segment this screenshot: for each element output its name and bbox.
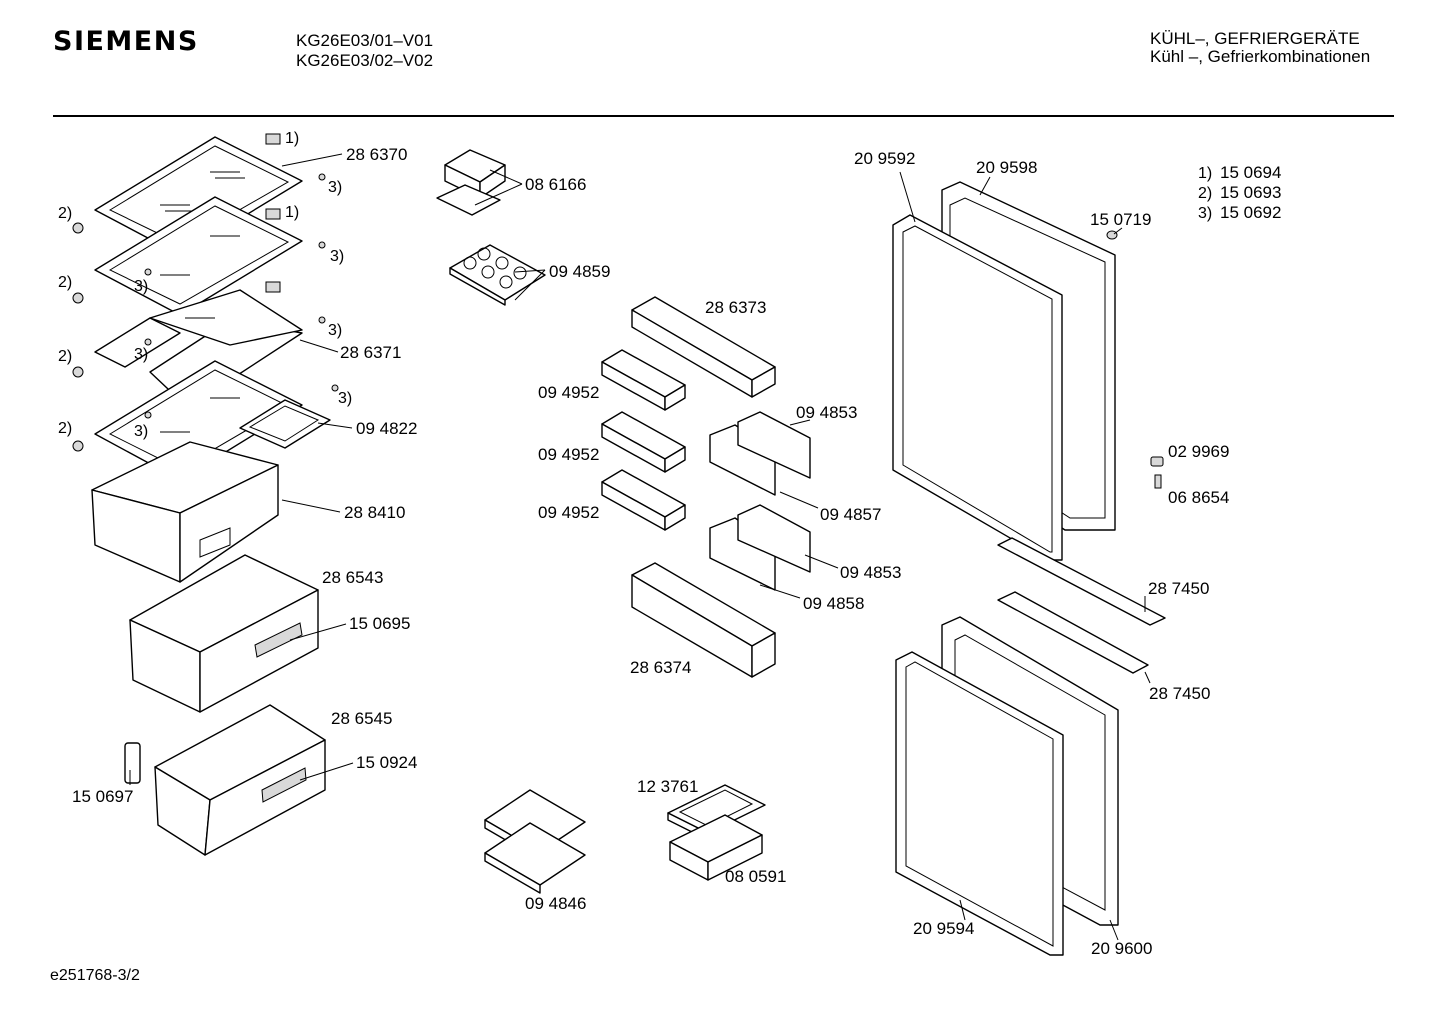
callout-08-0591: 08 0591 <box>725 867 786 886</box>
legend-key-2: 2) <box>1198 185 1212 202</box>
callout-09-4952-b: 09 4952 <box>538 445 599 464</box>
callout-09-4952-a: 09 4952 <box>538 383 599 402</box>
note-marker: 3) <box>134 278 148 295</box>
callout-15-0697: 15 0697 <box>72 787 133 806</box>
note-marker: 2) <box>58 348 72 365</box>
legend-part-2: 15 0693 <box>1220 183 1281 202</box>
category-subtitle: Kühl –, Gefrierkombinationen <box>1150 47 1371 66</box>
callout-28-8410: 28 8410 <box>344 503 405 522</box>
callout-20-9592: 20 9592 <box>854 149 915 168</box>
callout-02-9969: 02 9969 <box>1168 442 1229 461</box>
legend-key-3: 3) <box>1198 205 1212 222</box>
callout-28-7450-b: 28 7450 <box>1149 684 1210 703</box>
note-marker: 3) <box>328 179 342 196</box>
note-marker: 1) <box>285 130 299 147</box>
vegetable-crisper-cover <box>91 441 279 583</box>
note-marker: 3) <box>328 322 342 339</box>
header-rule <box>53 115 1394 117</box>
callout-15-0924: 15 0924 <box>356 753 417 772</box>
drawer-lower <box>154 704 326 856</box>
callout-09-4853-b: 09 4853 <box>840 563 901 582</box>
callout-20-9600: 20 9600 <box>1091 939 1152 958</box>
legend-part-3: 15 0692 <box>1220 203 1281 222</box>
freezer-door-gasket <box>895 651 1064 956</box>
bottle-holders <box>709 411 811 591</box>
fridge-door-gasket <box>892 214 1063 561</box>
callout-28-6370: 28 6370 <box>346 145 407 164</box>
note-marker: 3) <box>134 423 148 440</box>
door-rack-long-top <box>631 296 776 398</box>
cold-accumulators <box>484 789 586 894</box>
fastener-icons <box>72 133 339 452</box>
callout-09-4859: 09 4859 <box>549 262 610 281</box>
callout-09-4822: 09 4822 <box>356 419 417 438</box>
drawer-handle-clip <box>124 742 141 784</box>
note-marker: 3) <box>338 390 352 407</box>
leader-lines <box>129 153 1151 941</box>
callout-09-4952-c: 09 4952 <box>538 503 599 522</box>
brand-logo: SIEMENS <box>53 26 199 57</box>
door-rack-long-bottom <box>631 562 776 678</box>
callout-08-6166: 08 6166 <box>525 175 586 194</box>
ice-tray-and-box <box>667 784 766 881</box>
callout-28-6373: 28 6373 <box>705 298 766 317</box>
callout-28-6371: 28 6371 <box>340 343 401 362</box>
note-marker: 3) <box>330 248 344 265</box>
callout-28-6374: 28 6374 <box>630 658 691 677</box>
drawer-upper <box>129 554 319 713</box>
callout-12-3761: 12 3761 <box>637 777 698 796</box>
door-racks-small <box>601 349 686 531</box>
callout-15-0695: 15 0695 <box>349 614 410 633</box>
model-number-2: KG26E03/02–V02 <box>296 51 434 70</box>
callout-09-4858: 09 4858 <box>803 594 864 613</box>
note-marker: 2) <box>58 205 72 222</box>
handle-strip <box>997 591 1149 674</box>
butter-dish <box>436 149 506 216</box>
callout-20-9594: 20 9594 <box>913 919 974 938</box>
note-marker: 2) <box>58 274 72 291</box>
callout-09-4846: 09 4846 <box>525 894 586 913</box>
hinge-cover-strip <box>997 537 1166 626</box>
callout-06-8654: 06 8654 <box>1168 488 1229 507</box>
small-parts-right <box>1106 230 1164 489</box>
document-id: e251768-3/2 <box>50 967 140 984</box>
callout-20-9598: 20 9598 <box>976 158 1037 177</box>
category-title: KÜHL–, GEFRIERGERÄTE <box>1150 29 1360 48</box>
legend-key-1: 1) <box>1198 165 1212 182</box>
egg-tray <box>449 244 546 306</box>
legend-part-1: 15 0694 <box>1220 163 1281 182</box>
callout-09-4857: 09 4857 <box>820 505 881 524</box>
callout-28-6543: 28 6543 <box>322 568 383 587</box>
glass-shelf-2 <box>94 196 303 316</box>
note-marker: 3) <box>134 346 148 363</box>
callout-28-6545: 28 6545 <box>331 709 392 728</box>
callout-15-0719: 15 0719 <box>1090 210 1151 229</box>
model-number-1: KG26E03/01–V01 <box>296 31 434 50</box>
callout-28-7450-a: 28 7450 <box>1148 579 1209 598</box>
note-marker: 1) <box>285 204 299 221</box>
note-marker: 2) <box>58 420 72 437</box>
callout-09-4853-a: 09 4853 <box>796 403 857 422</box>
